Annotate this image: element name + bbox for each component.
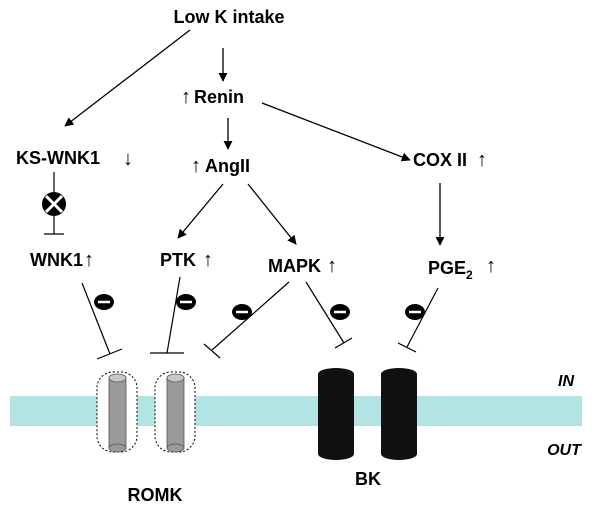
up-arrow-renin: ↑ (181, 86, 191, 108)
arrow-angii-to-ptk (177, 183, 224, 239)
minus-icon (94, 294, 114, 310)
up-arrow-angii: ↑ (191, 155, 201, 177)
arrow-angii-to-mapk (247, 183, 297, 245)
cell-membrane (10, 396, 582, 426)
romk-channel-2 (154, 371, 196, 453)
node-renin: Renin (194, 87, 244, 107)
inhibit-pge2-to-bk (406, 287, 439, 348)
up-arrow-mapk: ↑ (327, 255, 337, 277)
down-arrow-ks-wnk1: ↓ (123, 148, 133, 170)
node-ks-wnk1: KS-WNK1 (16, 148, 100, 168)
inhibit-pge2-bar (397, 342, 417, 353)
bk-channel-1 (318, 368, 354, 460)
node-pge2: PGE2 (428, 258, 473, 282)
node-cox-ii: COX II (413, 150, 467, 170)
node-ptk: PTK (160, 250, 196, 270)
inhibit-mapk-romk-bar (203, 343, 221, 359)
inhibit-wnk1-bar (96, 348, 123, 360)
arrow-renin-to-cox (261, 102, 411, 162)
node-low-k-intake: Low K intake (173, 7, 284, 27)
pge-subscript: 2 (466, 268, 473, 282)
up-arrow-pge2: ↑ (486, 255, 496, 277)
activation-arrows (64, 29, 445, 246)
label-out: OUT (547, 442, 582, 459)
minus-icon (176, 294, 196, 310)
pge-label: PGE (428, 258, 466, 278)
label-bk: BK (355, 469, 381, 489)
node-wnk1: WNK1 (30, 250, 83, 270)
minus-badges (94, 294, 425, 320)
romk-channel-1 (96, 371, 138, 453)
up-arrow-ptk: ↑ (203, 249, 213, 271)
arrow-lowk-to-kswnk1 (64, 29, 191, 127)
inhibit-mapk-to-bk (305, 281, 345, 344)
minus-icon (330, 304, 350, 320)
bk-channel-2 (381, 368, 417, 460)
node-mapk: MAPK (268, 256, 321, 276)
inhibit-mapk-bk-bar (334, 337, 353, 349)
minus-icon (232, 304, 252, 320)
label-romk: ROMK (128, 485, 183, 505)
up-arrow-cox: ↑ (477, 149, 487, 171)
blocked-circle-icon (42, 192, 66, 216)
inhibition-lines (44, 172, 439, 360)
label-in: IN (558, 373, 574, 390)
minus-icon (405, 304, 425, 320)
inhibit-wnk1-to-romk (81, 282, 111, 355)
inhibit-ptk-to-romk (166, 276, 181, 354)
up-arrow-wnk1: ↑ (84, 249, 94, 271)
node-angii: AngII (205, 156, 250, 176)
